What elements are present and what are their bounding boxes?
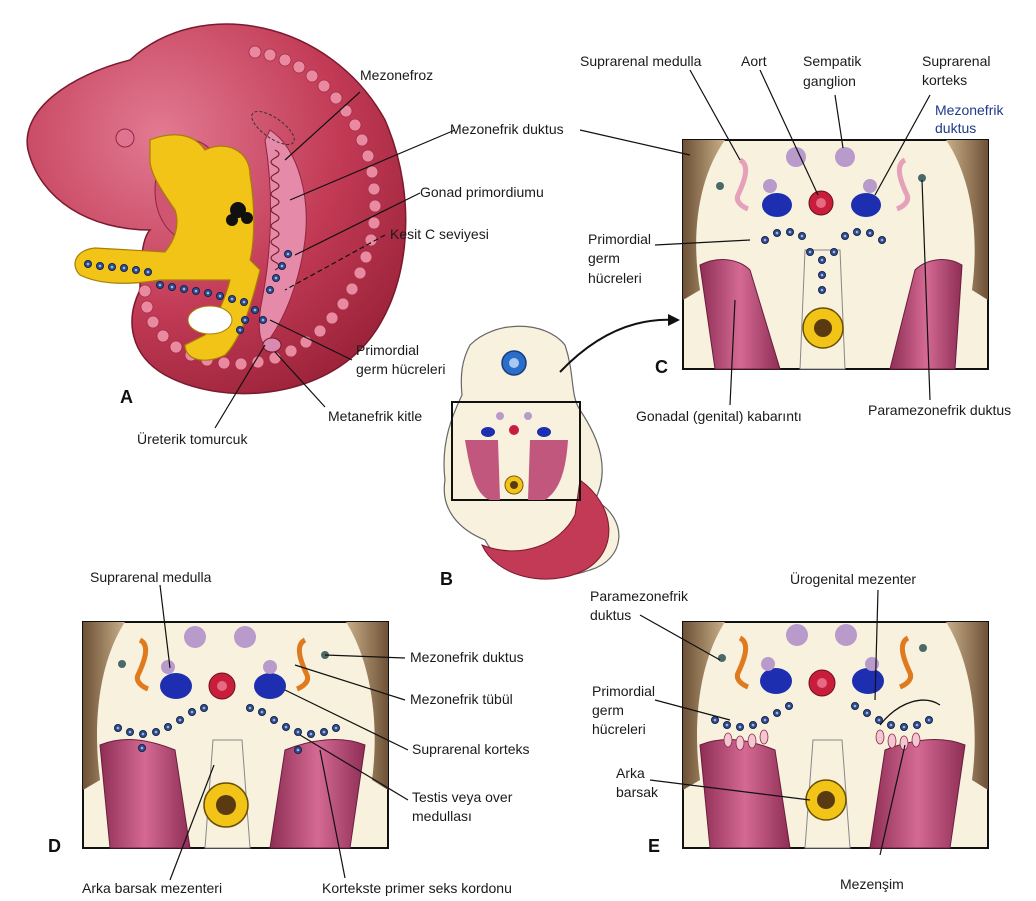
panel-a-embryo (27, 24, 406, 394)
label-c-primordial-1: Primordial (588, 231, 651, 247)
label-d-korteks-kordon: Kortekste primer seks kordonu (322, 880, 512, 896)
label-e-primordial-2: germ (592, 702, 624, 718)
label-c-mezonefrik-1: Mezonefrik (935, 102, 1004, 118)
label-c-sempatik-2: ganglion (803, 73, 856, 89)
label-e-arka-2: barsak (616, 784, 659, 800)
label-c-gonadal: Gonadal (genital) kabarıntı (636, 408, 802, 424)
label-e-paramezonefrik-2: duktus (590, 607, 631, 623)
label-primordial-line2: germ hücreleri (356, 361, 445, 377)
label-gonad-primordiumu: Gonad primordiumu (420, 184, 544, 200)
label-d-suprarenal-medulla: Suprarenal medulla (90, 569, 212, 585)
panel-letter-b: B (440, 569, 453, 589)
label-e-urogenital: Ürogenital mezenter (790, 570, 916, 587)
label-c-sempatik-1: Sempatik (803, 53, 862, 69)
label-d-testis-2: medullası (412, 808, 472, 824)
label-kesit-c: Kesit C seviyesi (390, 226, 489, 242)
label-d-suprarenal-korteks: Suprarenal korteks (412, 741, 530, 757)
label-c-paramezonefrik: Paramezonefrik duktus (868, 402, 1011, 418)
label-d-arka-barsak-mezenteri: Arka barsak mezenteri (82, 880, 222, 896)
label-mezonefroz: Mezonefroz (360, 67, 433, 83)
label-c-aort: Aort (741, 53, 767, 69)
label-e-paramezonefrik-1: Paramezonefrik (590, 588, 689, 604)
label-c-suprarenal-medulla: Suprarenal medulla (580, 53, 702, 69)
label-e-primordial-3: hücreleri (592, 721, 646, 737)
panel-letter-e: E (648, 836, 660, 856)
label-c-mezonefrik-2: duktus (935, 120, 976, 136)
label-e-arka-1: Arka (616, 765, 645, 781)
panel-letter-d: D (48, 836, 61, 856)
label-ureterik-tomurcuk: Üreterik tomurcuk (137, 430, 248, 447)
label-e-primordial-1: Primordial (592, 683, 655, 699)
label-d-testis-1: Testis veya over (412, 789, 513, 805)
label-primordial-line1: Primordial (356, 342, 419, 358)
label-d-mezonefrik-tubul: Mezonefrik tübül (410, 691, 513, 707)
panel-e-section (683, 622, 988, 848)
panel-letter-a: A (120, 387, 133, 407)
panel-b-section: B (440, 314, 680, 589)
label-c-primordial-2: germ (588, 250, 620, 266)
label-c-primordial-3: hücreleri (588, 270, 642, 286)
label-mezonefrik-duktus: Mezonefrik duktus (450, 121, 564, 137)
panel-letter-c: C (655, 357, 668, 377)
label-c-korteks-2: korteks (922, 72, 967, 88)
label-c-korteks-1: Suprarenal (922, 53, 991, 69)
label-d-mezonefrik-duktus: Mezonefrik duktus (410, 649, 524, 665)
panel-c-section (683, 140, 988, 369)
label-e-mezensim: Mezenşim (840, 876, 904, 892)
label-metanefrik-kitle: Metanefrik kitle (328, 408, 422, 424)
